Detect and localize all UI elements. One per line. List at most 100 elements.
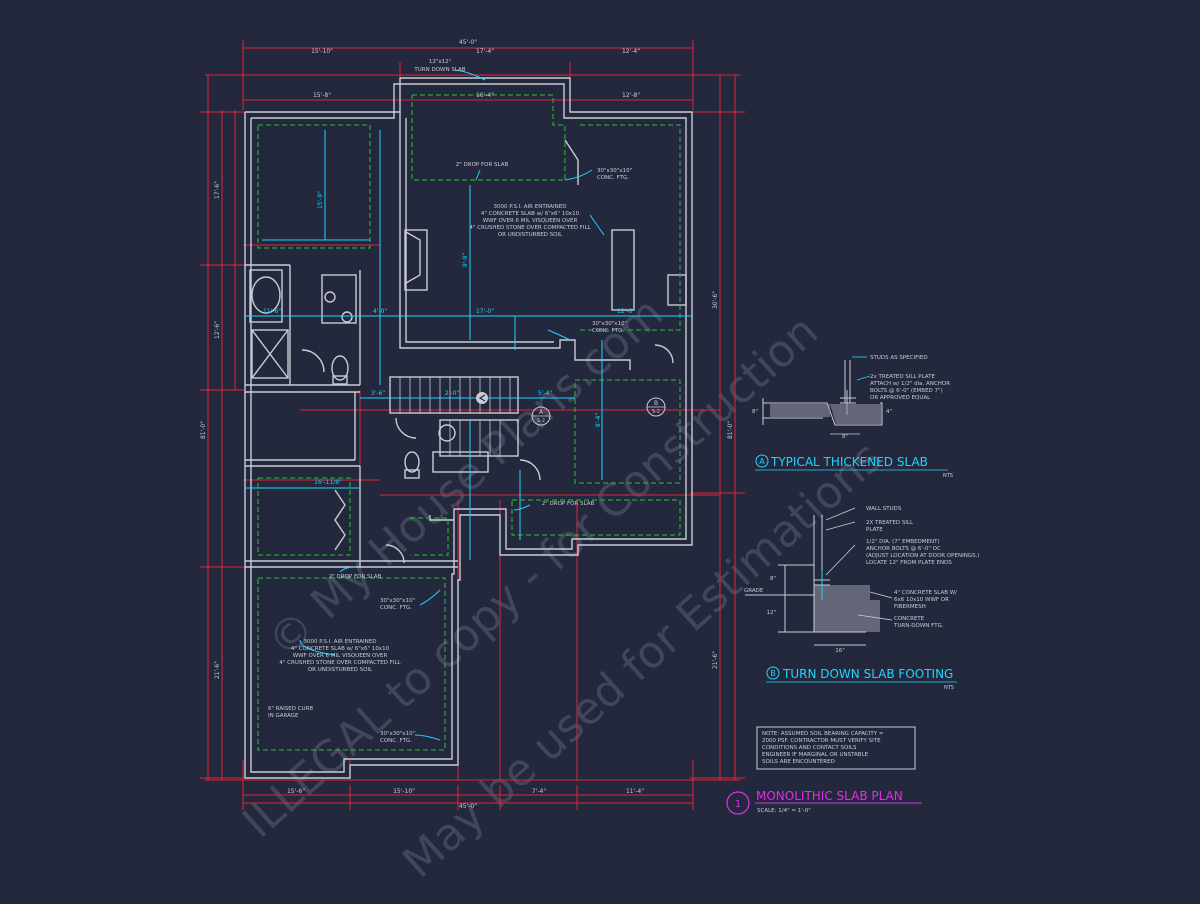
dim-right-overall: 81'-0" xyxy=(727,421,734,439)
detail-b-note-7: LOCATE 12" FROM PLATE ENDS xyxy=(866,560,952,566)
slab-edge-dashes xyxy=(257,94,681,751)
dim-top-seg-2: 17'-4" xyxy=(476,48,494,55)
dim-right-seg-2: 21'-6" xyxy=(712,651,719,669)
slab-note-1-line-5: OR UNDISTURBED SOIL xyxy=(498,232,563,238)
detail-a-title: TYPICAL THICKENED SLAB xyxy=(770,455,928,469)
slab-note-1-line-3: WWF OVER 6 MIL VISQUEEN OVER xyxy=(483,218,578,224)
detail-b-grade: GRADE xyxy=(744,588,764,594)
plan-title-block: 1 MONOLITHIC SLAB PLAN SCALE: 1/4" = 1'-… xyxy=(726,789,922,815)
detail-a: STUDS AS SPECIFIED 2x TREATED SILL PLATE… xyxy=(752,355,953,479)
annotation-lines xyxy=(245,69,692,741)
dim-bottom-seg-3: 7'-4" xyxy=(532,788,546,795)
dim-right-seg-1: 30'-6" xyxy=(712,291,719,309)
conc-ftg-1-label: CONC. FTG. xyxy=(597,175,629,181)
interior-dimensions: 11'-6" 4'-0" 17'-0" 12'-6" 5'-4" 3'-6" 2… xyxy=(263,191,635,486)
soil-note-line-2: 2000 PSF. CONTRACTOR MUST VERIFY SITE xyxy=(762,738,881,744)
section-b-sheet: S-2 xyxy=(652,409,660,415)
slab-note-2-line-5: OR UNDISTURBED SOIL xyxy=(308,667,373,673)
section-a-letter: A xyxy=(539,409,544,416)
soil-note-line-3: CONDITIONS AND CONTACT SOILS xyxy=(762,745,857,751)
soil-note-line-1: NOTE: ASSUMED SOIL BEARING CAPACITY = xyxy=(762,731,884,737)
detail-b-scale: NTS xyxy=(944,685,954,691)
detail-b-note-8: 4" CONCRETE SLAB W/ xyxy=(894,590,957,596)
dim-top-inner-1: 15'-8" xyxy=(313,92,331,99)
drop-for-slab-2: 2" DROP FOR SLAB xyxy=(542,501,595,507)
detail-a-dim-h: 8" xyxy=(842,434,848,440)
detail-b-tag-circle xyxy=(766,666,780,680)
slab-note-1-line-4: 4" CRUSHED STONE OVER COMPACTED FILL xyxy=(469,225,591,231)
dim-int-1: 11'-6" xyxy=(263,308,281,315)
soil-note-line-5: SOILS ARE ENCOUNTERED xyxy=(762,759,835,765)
slab-note-2-line-3: WWF OVER 6 MIL VISQUEEN OVER xyxy=(293,653,388,659)
dim-top-overall: 45'-0" xyxy=(459,39,477,46)
drop-for-slab-3: 2" DROP FOR SLAB xyxy=(329,574,382,580)
section-a-sheet: S-2 xyxy=(537,418,545,424)
detail-b-note-3: PLATE xyxy=(866,527,883,533)
soil-note: NOTE: ASSUMED SOIL BEARING CAPACITY = 20… xyxy=(756,726,916,770)
conc-ftg-2-size: 30"x30"x10" xyxy=(592,321,627,327)
dim-int-10: 8'-4" xyxy=(595,413,602,427)
dim-top-seg-3: 12'-4" xyxy=(622,48,640,55)
section-b-letter: B xyxy=(654,400,658,407)
detail-a-note-5: OR APPROVED EQUAL xyxy=(870,395,931,401)
detail-b-note-2: 2X TREATED SILL xyxy=(866,520,914,526)
detail-b-title: TURN DOWN SLAB FOOTING xyxy=(782,667,953,681)
turn-down-slab-size: 12"x12" xyxy=(429,59,451,65)
slab-note-1-line-2: 4" CONCRETE SLAB w/ 6"x6" 10x10 xyxy=(481,211,580,217)
detail-b-dim-12: 12" xyxy=(766,610,776,616)
raised-curb-line-2: IN GARAGE xyxy=(268,713,299,719)
detail-b-dim-8: 8" xyxy=(770,576,776,582)
detail-a-note-4: BOLTS @ 6'-0" (EMBED 7") xyxy=(870,388,943,394)
dim-left-seg-3: 21'-6" xyxy=(214,661,221,679)
detail-b-dim-16: 16" xyxy=(835,648,845,654)
detail-b-note-11: CONCRETE xyxy=(894,616,925,622)
dim-int-5: 5'-4" xyxy=(538,390,552,397)
dim-int-8: 16'-11/8" xyxy=(314,479,342,486)
dim-top-inner-2: 16'-4" xyxy=(476,92,494,99)
detail-b-note-4: 1/2" DIA. (7" EMBEDMENT) xyxy=(866,539,940,545)
detail-a-tag: A xyxy=(759,457,765,466)
conc-ftg-3-size: 30"x30"x10" xyxy=(380,598,415,604)
section-tag-b: B S-2 xyxy=(646,397,666,417)
detail-a-dim-v: 4" xyxy=(886,409,892,415)
dim-int-4: 12'-6" xyxy=(617,308,635,315)
plan-callouts: 12"x12" TURN DOWN SLAB 2" DROP FOR SLAB … xyxy=(268,59,632,744)
dim-left-overall: 81'-0" xyxy=(200,421,207,439)
dim-int-7: 2'-0" xyxy=(445,390,459,397)
dim-int-6: 3'-6" xyxy=(371,390,385,397)
detail-a-dim-left: 8" xyxy=(752,409,758,415)
dim-bottom-seg-2: 15'-10" xyxy=(393,788,415,795)
soil-note-line-4: ENGINEER IF MARGINAL OR UNSTABLE xyxy=(762,752,869,758)
slab-note-2-line-4: 4" CRUSHED STONE OVER COMPACTED FILL xyxy=(279,660,401,666)
wall-outlines xyxy=(244,77,693,779)
entry-arrow-icon xyxy=(476,392,488,404)
dim-left-seg-2: 12'-6" xyxy=(214,321,221,339)
detail-a-note-1: STUDS AS SPECIFIED xyxy=(870,355,928,361)
dimension-texts: 45'-0" 15'-10" 17'-4" 12'-4" 15'-8" 16'-… xyxy=(200,39,734,810)
conc-ftg-4-label: CONC. FTG. xyxy=(380,738,412,744)
conc-ftg-4-size: 30"x30"x10" xyxy=(380,731,415,737)
turn-down-slab-label: TURN DOWN SLAB xyxy=(413,67,465,73)
section-tag-a: A S-2 xyxy=(531,406,551,426)
drop-for-slab-1: 2" DROP FOR SLAB xyxy=(456,162,509,168)
dim-bottom-overall: 45'-0" xyxy=(459,803,477,810)
conc-ftg-1-size: 30"x30"x10" xyxy=(597,168,632,174)
plan-number: 1 xyxy=(735,799,741,810)
conc-ftg-3-label: CONC. FTG. xyxy=(380,605,412,611)
detail-a-tag-circle xyxy=(755,454,769,468)
dim-left-seg-1: 17'-6" xyxy=(214,181,221,199)
slab-note-2-line-1: 3000 P.S.I. AIR ENTRAINED xyxy=(303,639,376,645)
dim-top-inner-3: 12'-8" xyxy=(622,92,640,99)
detail-b-tag: B xyxy=(770,669,776,678)
plan-title: MONOLITHIC SLAB PLAN xyxy=(756,789,903,803)
dim-bottom-seg-1: 15'-6" xyxy=(287,788,305,795)
dim-int-11: 9'-9" xyxy=(462,253,469,267)
detail-a-note-3: ATTACH w/ 1/2" dia. ANCHOR xyxy=(870,381,950,387)
detail-b-note-6: (ADJUST LOCATION AT DOOR OPENINGS.) xyxy=(866,553,979,559)
dim-int-3: 17'-0" xyxy=(476,308,494,315)
slab-note-2-line-2: 4" CONCRETE SLAB w/ 6"x6" 10x10 xyxy=(291,646,390,652)
plan-number-circle xyxy=(726,791,750,815)
dim-int-2: 4'-0" xyxy=(373,308,387,315)
